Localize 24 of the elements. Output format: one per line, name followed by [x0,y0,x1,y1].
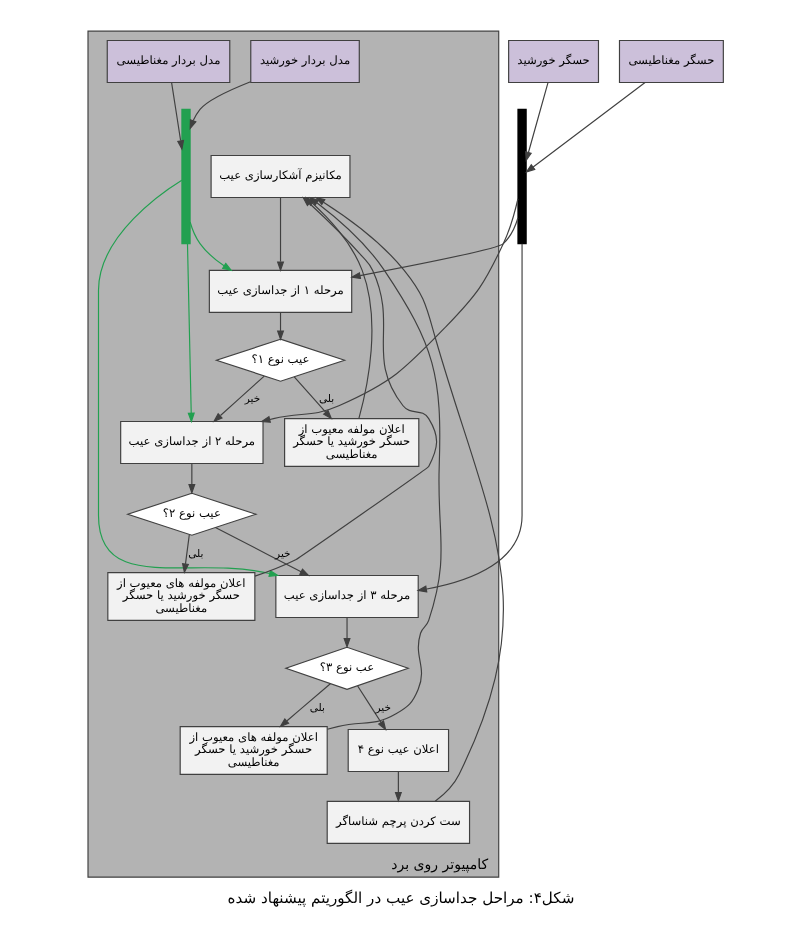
arrow [394,771,403,803]
arrow [212,375,265,423]
arrow [214,526,310,577]
arrow [525,82,646,174]
arrow [186,243,195,424]
arrow [357,685,387,731]
arrow [293,376,333,420]
arrow [276,197,285,273]
arrow [308,196,442,730]
arrow [279,683,331,728]
arrow [314,196,504,802]
arrow [189,221,233,272]
arrow [188,463,196,495]
arrow [525,82,549,163]
arrow [189,81,252,131]
arrow [171,82,185,151]
arrow [350,217,519,280]
arrow [181,534,190,574]
node-bar [181,108,191,245]
arrow [416,243,523,593]
arrow [276,311,285,341]
arrow [97,179,280,577]
arrow [343,617,351,649]
node-bar [517,108,527,245]
